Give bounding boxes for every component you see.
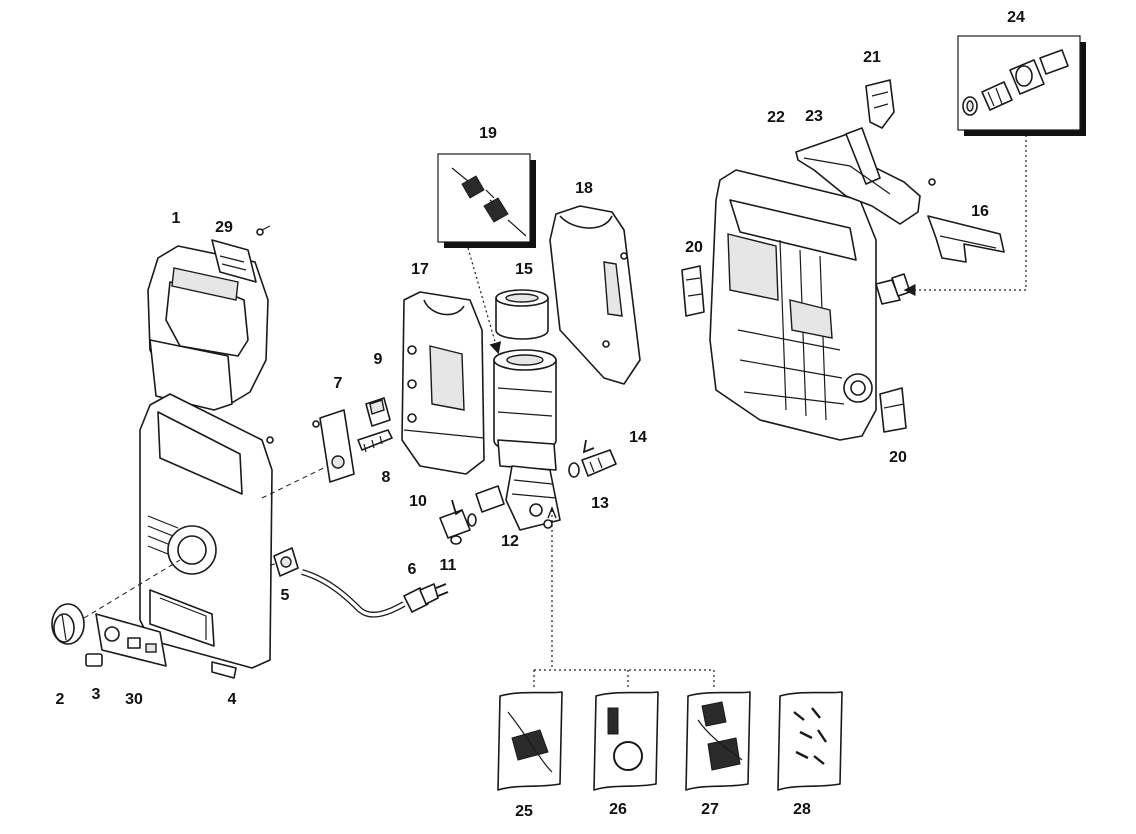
part-clip <box>865 79 895 129</box>
callout-26: 26 <box>609 801 627 818</box>
callout-20-right: 20 <box>889 449 907 466</box>
kit-bag-25 <box>497 691 563 791</box>
part-cap-ring <box>495 289 549 340</box>
callout-29: 29 <box>215 219 233 236</box>
callout-19: 19 <box>479 125 497 142</box>
callout-24: 24 <box>1007 9 1025 26</box>
callout-14: 14 <box>629 429 647 446</box>
part-hose-connector-inset <box>957 35 1086 136</box>
part-control-plate <box>95 613 167 667</box>
kit-bag-27 <box>685 691 751 791</box>
part-cable-socket <box>273 547 299 577</box>
callout-23: 23 <box>805 108 823 125</box>
callout-1: 1 <box>171 210 181 227</box>
part-inlet-valve <box>439 485 505 545</box>
callout-18: 18 <box>575 180 593 197</box>
callout-7: 7 <box>333 375 343 392</box>
callout-10: 10 <box>409 493 427 510</box>
part-side-clip <box>879 387 907 433</box>
callout-22: 22 <box>767 109 785 126</box>
callout-17: 17 <box>411 261 429 278</box>
callout-6: 6 <box>407 561 417 578</box>
part-handle-badge <box>211 225 271 283</box>
part-rear-cover <box>549 205 641 385</box>
leader-line <box>903 130 1027 296</box>
callout-13: 13 <box>591 495 609 512</box>
part-motor-housing <box>401 291 485 475</box>
part-brush-set-inset <box>437 153 536 248</box>
part-inlet-coupling <box>875 273 911 305</box>
callout-25: 25 <box>515 803 533 820</box>
kit-bag-28 <box>777 691 843 791</box>
callout-28: 28 <box>793 801 811 818</box>
part-rear-housing <box>709 169 877 441</box>
part-connector <box>357 429 393 453</box>
callout-21: 21 <box>863 49 881 66</box>
callout-3: 3 <box>91 686 101 703</box>
part-small-button <box>85 653 103 667</box>
leader-line <box>467 247 502 355</box>
part-hose-guide <box>927 215 1005 263</box>
callout-8: 8 <box>381 469 391 486</box>
part-front-housing <box>139 393 274 679</box>
leader-line <box>533 669 715 690</box>
part-knob <box>51 603 85 645</box>
part-outlet-fitting <box>568 439 617 478</box>
part-power-cord <box>301 569 449 618</box>
part-circuit-plate <box>312 409 355 483</box>
part-switch <box>365 397 391 427</box>
callout-5: 5 <box>280 587 290 604</box>
arrow-head <box>547 506 557 519</box>
callout-12: 12 <box>501 533 519 550</box>
part-side-clip <box>681 265 705 317</box>
callout-30: 30 <box>125 691 143 708</box>
part-motor-assembly <box>493 349 561 531</box>
callout-27: 27 <box>701 801 719 818</box>
part-carry-frame <box>795 127 936 225</box>
callout-11: 11 <box>439 557 457 574</box>
callout-9: 9 <box>373 351 383 368</box>
callout-4: 4 <box>227 691 237 708</box>
callout-2: 2 <box>55 691 65 708</box>
part-handle-cover <box>147 245 269 411</box>
kit-bag-26 <box>593 691 659 791</box>
callout-20-left: 20 <box>685 239 703 256</box>
callout-15: 15 <box>515 261 533 278</box>
callout-16: 16 <box>971 203 989 220</box>
alignment-line <box>83 559 181 619</box>
